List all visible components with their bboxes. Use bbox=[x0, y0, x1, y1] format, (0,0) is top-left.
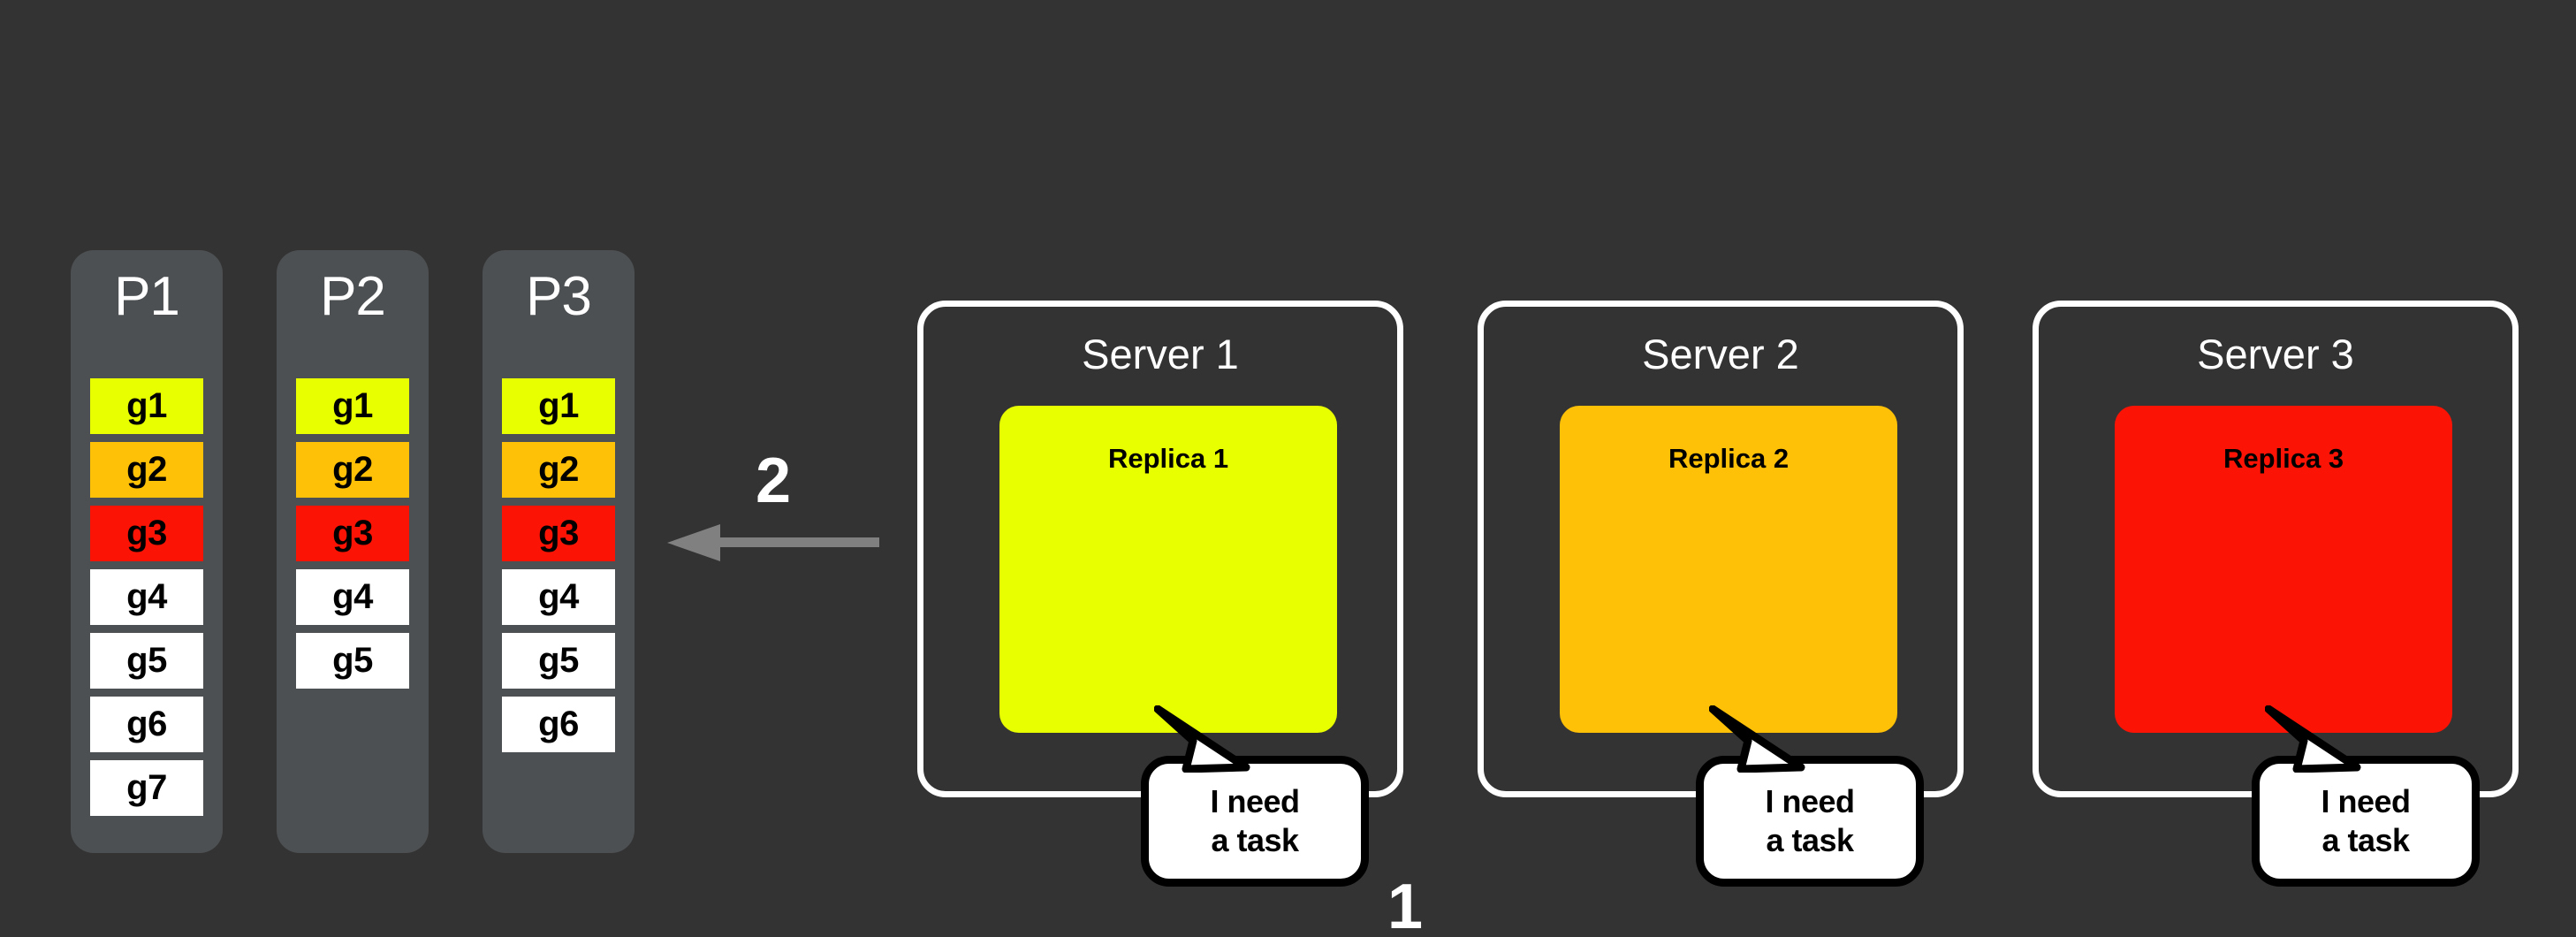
task-item: g2 bbox=[502, 442, 615, 498]
arrow-shaft bbox=[718, 537, 879, 547]
speech-bubble-tail-icon bbox=[2265, 705, 2361, 773]
replica-2-box: Replica 2 bbox=[1560, 406, 1897, 733]
bubble-line-1: I need bbox=[1210, 783, 1300, 820]
speech-bubble-tail-icon bbox=[1154, 705, 1250, 773]
replica-1-box: Replica 1 bbox=[999, 406, 1337, 733]
replica-3-label: Replica 3 bbox=[2223, 443, 2344, 474]
task-item: g4 bbox=[502, 569, 615, 625]
speech-bubble-server-2: I need a task bbox=[1696, 705, 1924, 887]
partition-p1: P1 g1 g2 g3 g4 g5 g6 g7 bbox=[71, 250, 223, 853]
task-item-label: g7 bbox=[126, 768, 167, 807]
assign-task-arrow bbox=[667, 520, 879, 564]
task-item: g5 bbox=[502, 633, 615, 689]
partition-p1-title: P1 bbox=[114, 266, 180, 327]
server-1-box: Server 1 Replica 1 bbox=[917, 301, 1403, 797]
task-item: g2 bbox=[296, 442, 409, 498]
task-item-label: g3 bbox=[332, 514, 373, 552]
task-item-label: g5 bbox=[332, 641, 373, 680]
speech-bubble-server-1: I need a task bbox=[1141, 705, 1369, 887]
task-item-label: g2 bbox=[332, 450, 373, 489]
task-item-label: g2 bbox=[538, 450, 579, 489]
task-item: g3 bbox=[296, 506, 409, 561]
step-1-label: 1 bbox=[1387, 872, 1424, 937]
task-item: g5 bbox=[90, 633, 203, 689]
bubble-line-1: I need bbox=[2321, 783, 2411, 820]
task-item-label: g1 bbox=[126, 386, 167, 425]
bubble-line-2: a task bbox=[1211, 822, 1299, 858]
bubble-line-2: a task bbox=[2321, 822, 2410, 858]
task-item-label: g4 bbox=[332, 577, 373, 616]
step-2-label: 2 bbox=[756, 446, 792, 516]
task-item-label: g1 bbox=[538, 386, 579, 425]
server-2-title: Server 2 bbox=[1642, 331, 1799, 377]
arrow-head-icon bbox=[667, 524, 720, 561]
partition-p3: P3 g1 g2 g3 g4 g5 g6 bbox=[483, 250, 635, 853]
task-item: g2 bbox=[90, 442, 203, 498]
partition-p1-items: g1 g2 g3 g4 g5 g6 g7 bbox=[90, 378, 203, 824]
task-item-label: g4 bbox=[538, 577, 579, 616]
bubble-line-1: I need bbox=[1765, 783, 1855, 820]
task-item-label: g4 bbox=[126, 577, 167, 616]
replica-2-label: Replica 2 bbox=[1668, 443, 1790, 474]
replica-1-label: Replica 1 bbox=[1107, 443, 1229, 474]
partition-p3-items: g1 g2 g3 g4 g5 g6 bbox=[502, 378, 615, 760]
task-item-label: g6 bbox=[126, 705, 167, 743]
server-3-title: Server 3 bbox=[2197, 331, 2354, 377]
server-1-title: Server 1 bbox=[1082, 331, 1239, 377]
speech-bubble-server-3: I need a task bbox=[2252, 705, 2480, 887]
task-item-label: g3 bbox=[126, 514, 167, 552]
task-item-label: g6 bbox=[538, 705, 579, 743]
task-item-label: g5 bbox=[538, 641, 579, 680]
task-item: g1 bbox=[296, 378, 409, 434]
task-item-label: g1 bbox=[332, 386, 373, 425]
task-item: g1 bbox=[502, 378, 615, 434]
task-item: g3 bbox=[502, 506, 615, 561]
task-item-label: g3 bbox=[538, 514, 579, 552]
partition-p3-title: P3 bbox=[526, 266, 592, 327]
partition-p2: P2 g1 g2 g3 g4 g5 bbox=[277, 250, 429, 853]
task-item-label: g2 bbox=[126, 450, 167, 489]
server-2-box: Server 2 Replica 2 bbox=[1478, 301, 1964, 797]
task-item: g6 bbox=[90, 697, 203, 752]
partition-p2-items: g1 g2 g3 g4 g5 bbox=[296, 378, 409, 697]
task-item-label: g5 bbox=[126, 641, 167, 680]
task-item: g4 bbox=[296, 569, 409, 625]
task-item: g5 bbox=[296, 633, 409, 689]
task-item: g6 bbox=[502, 697, 615, 752]
task-item: g3 bbox=[90, 506, 203, 561]
bubble-line-2: a task bbox=[1766, 822, 1854, 858]
task-item: g1 bbox=[90, 378, 203, 434]
replica-3-box: Replica 3 bbox=[2115, 406, 2452, 733]
task-item: g4 bbox=[90, 569, 203, 625]
partition-p2-title: P2 bbox=[320, 266, 386, 327]
task-item: g7 bbox=[90, 760, 203, 816]
speech-bubble-tail-icon bbox=[1709, 705, 1805, 773]
